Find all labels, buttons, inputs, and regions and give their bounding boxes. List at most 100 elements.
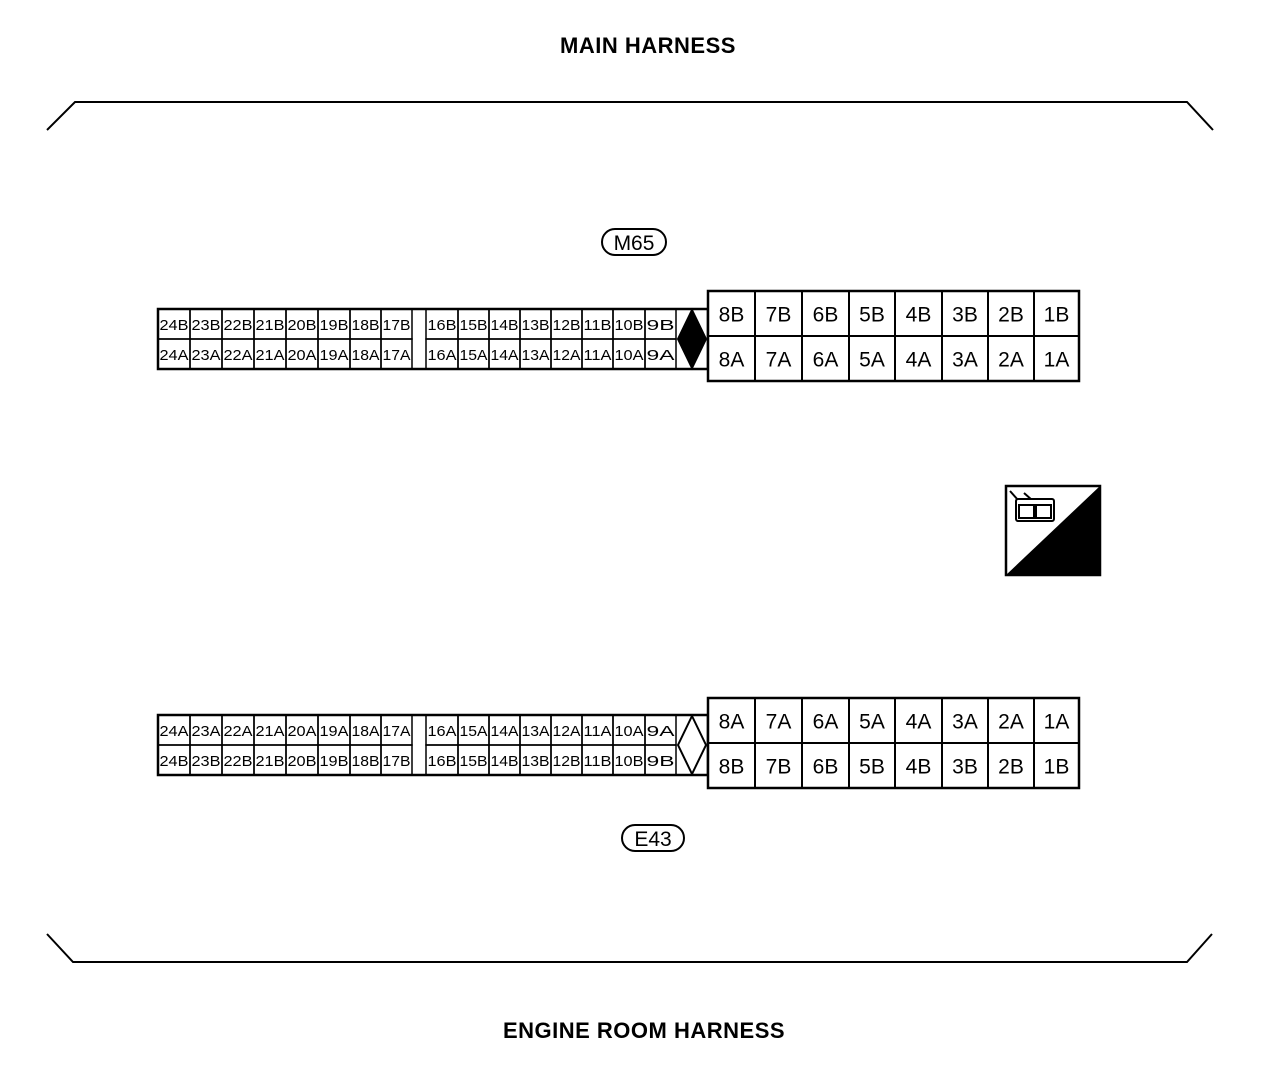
pin-label: 1A bbox=[1044, 711, 1070, 734]
pin-label: 16B bbox=[428, 753, 457, 770]
pin-label: 21B bbox=[256, 317, 285, 334]
pin-label: 12A bbox=[553, 347, 581, 364]
pin-label: 2A bbox=[998, 711, 1024, 734]
pin-label: 9A bbox=[647, 723, 675, 740]
pin-label: 11A bbox=[584, 723, 612, 740]
pin-label: 5B bbox=[859, 304, 885, 327]
pin-label: 16A bbox=[428, 723, 457, 740]
pin-label: 7B bbox=[766, 756, 792, 779]
pin-label: 12A bbox=[553, 723, 581, 740]
pin-label: 2A bbox=[998, 349, 1024, 372]
pin-label: 4B bbox=[906, 756, 932, 779]
pin-label: 11A bbox=[584, 347, 612, 364]
pin-label: 6B bbox=[813, 304, 839, 327]
pin-cell bbox=[644, 744, 677, 776]
connector-terminal-icon bbox=[1009, 490, 1055, 522]
ts-label: T.S. bbox=[1045, 545, 1086, 572]
pin-label: 5A bbox=[859, 711, 885, 734]
pin-label: 1B bbox=[1044, 756, 1070, 779]
engine-room-harness-bracket bbox=[46, 933, 1213, 963]
engine-room-harness-title: ENGINE ROOM HARNESS bbox=[502, 1018, 786, 1043]
pin-label: 13A bbox=[522, 347, 550, 364]
pin-label: 20B bbox=[288, 317, 317, 334]
pin-label: 10B bbox=[615, 753, 644, 770]
pin-label: 24B bbox=[160, 753, 189, 770]
pin-label: 22A bbox=[224, 347, 253, 364]
pin-label: 16A bbox=[428, 347, 457, 364]
pin-label: 9B bbox=[647, 317, 675, 334]
pin-label: 20A bbox=[288, 723, 317, 740]
pin-label: 11B bbox=[584, 317, 612, 334]
pin-label: 15B bbox=[460, 317, 488, 334]
pin-label: 6B bbox=[813, 756, 839, 779]
pin-label: 24B bbox=[160, 317, 189, 334]
pin-label: 9A bbox=[647, 347, 675, 364]
pin-label: 3B bbox=[952, 756, 978, 779]
pin-label: 24A bbox=[160, 347, 189, 364]
pin-label: 1B bbox=[1044, 304, 1070, 327]
pin-cell bbox=[380, 744, 413, 776]
pin-label: 19A bbox=[320, 723, 349, 740]
pin-label: 10B bbox=[615, 317, 644, 334]
pin-label: 4A bbox=[906, 711, 932, 734]
main-harness-bracket bbox=[46, 101, 1214, 131]
pin-label: 15A bbox=[460, 723, 488, 740]
pin-label: 7B bbox=[766, 304, 792, 327]
pin-label: 12B bbox=[553, 317, 581, 334]
pin-label: 10A bbox=[615, 723, 644, 740]
connector-id-badge bbox=[601, 228, 667, 256]
pin-label: 13B bbox=[522, 317, 550, 334]
connector-id-label: E43 bbox=[634, 828, 671, 851]
pin-label: 20A bbox=[288, 347, 317, 364]
pin-cell bbox=[644, 338, 677, 370]
pin-label: 5B bbox=[859, 756, 885, 779]
pin-label: 6A bbox=[813, 349, 839, 372]
pin-label: 9B bbox=[647, 753, 675, 770]
pin-label: 3A bbox=[952, 711, 978, 734]
guide-key-diamond bbox=[676, 713, 708, 777]
pin-cell bbox=[1033, 742, 1080, 789]
pin-label: 21A bbox=[256, 347, 285, 364]
pin-label: 15A bbox=[460, 347, 488, 364]
pin-label: 7A bbox=[766, 711, 792, 734]
guide-key-diamond bbox=[676, 307, 708, 371]
pin-label: 13A bbox=[522, 723, 550, 740]
pin-label: 18B bbox=[352, 753, 380, 770]
pin-label: 8B bbox=[719, 756, 745, 779]
pin-label: 2B bbox=[998, 304, 1024, 327]
pin-label: 6A bbox=[813, 711, 839, 734]
pin-label: 4A bbox=[906, 349, 932, 372]
pin-label: 18A bbox=[352, 347, 380, 364]
pin-label: 2B bbox=[998, 756, 1024, 779]
pin-label: 1A bbox=[1044, 349, 1070, 372]
pin-label: 14A bbox=[491, 723, 519, 740]
pin-label: 7A bbox=[766, 349, 792, 372]
connector-id-label: M65 bbox=[614, 232, 655, 255]
pin-label: 17A bbox=[383, 347, 411, 364]
pin-label: 8A bbox=[719, 711, 745, 734]
pin-label: 23A bbox=[192, 347, 221, 364]
pin-label: 19B bbox=[320, 317, 349, 334]
pin-label: 8A bbox=[719, 349, 745, 372]
pin-label: 17B bbox=[383, 317, 411, 334]
pin-label: 14B bbox=[491, 753, 519, 770]
pin-label: 17A bbox=[383, 723, 411, 740]
pin-label: 16B bbox=[428, 317, 457, 334]
pin-label: 14B bbox=[491, 317, 519, 334]
pin-label: 18B bbox=[352, 317, 380, 334]
pin-label: 11B bbox=[584, 753, 612, 770]
pin-label: 22A bbox=[224, 723, 253, 740]
connector-id-badge bbox=[621, 824, 685, 852]
pin-label: 10A bbox=[615, 347, 644, 364]
pin-label: 23A bbox=[192, 723, 221, 740]
pin-cell bbox=[1033, 335, 1080, 382]
pin-label: 18A bbox=[352, 723, 380, 740]
pin-label: 13B bbox=[522, 753, 550, 770]
pin-label: 5A bbox=[859, 349, 885, 372]
pin-label: 19B bbox=[320, 753, 349, 770]
pin-label: 12B bbox=[553, 753, 581, 770]
pin-label: 14A bbox=[491, 347, 519, 364]
